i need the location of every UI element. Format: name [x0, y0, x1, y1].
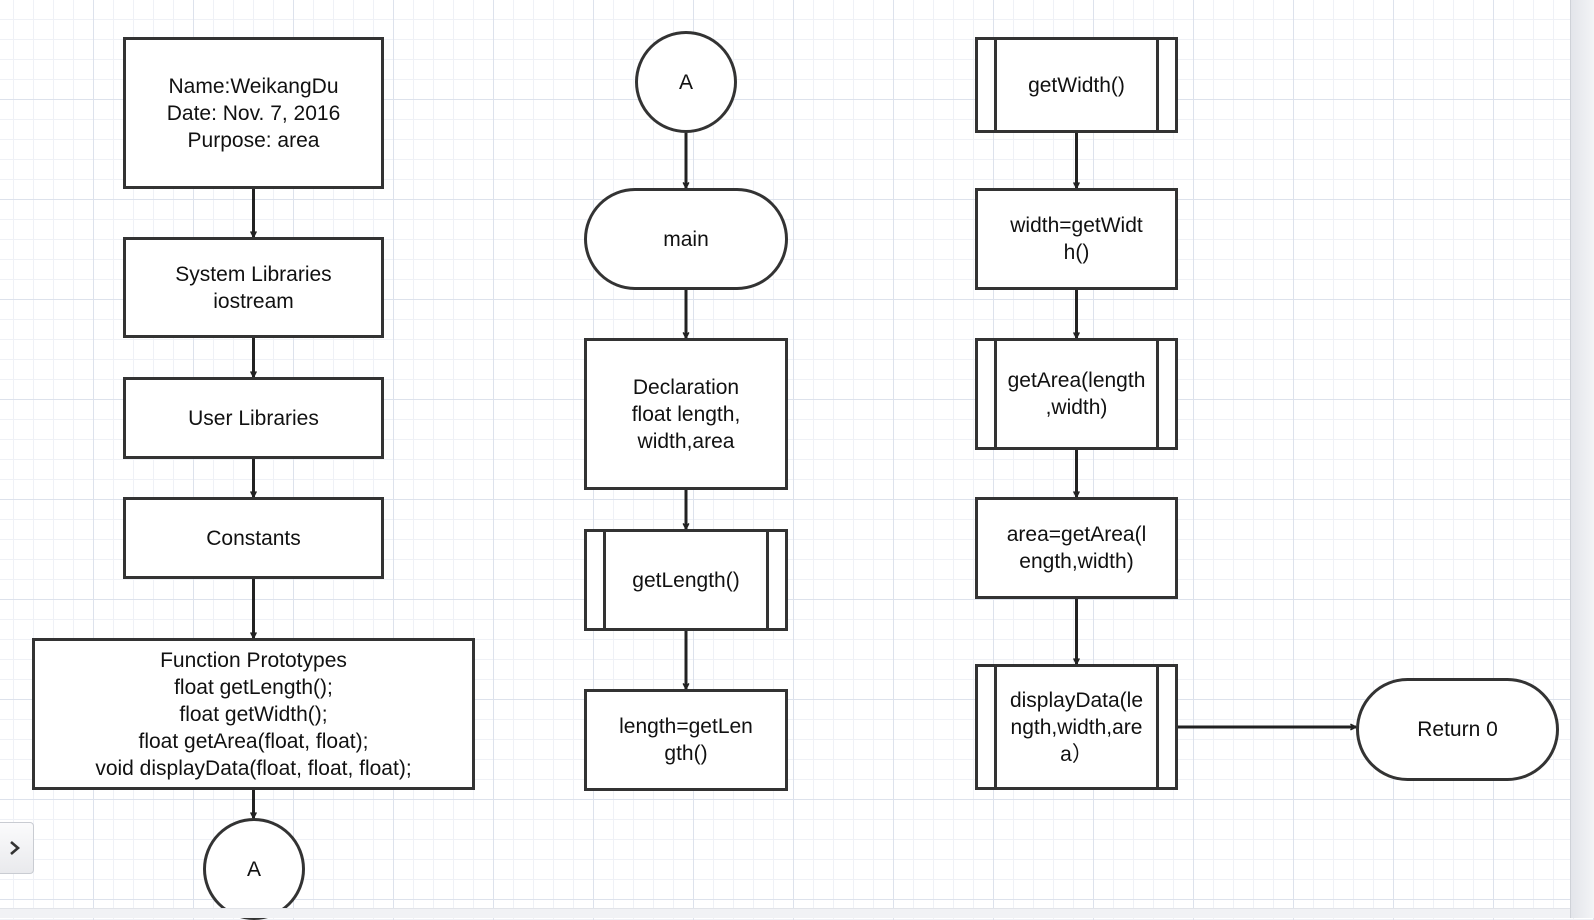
node-connector-a-out-label: A [246, 857, 261, 881]
node-user-libraries-label: User Libraries [188, 406, 319, 430]
node-declaration[interactable]: Declaration float length, width,area [584, 338, 788, 490]
node-header-label: Name:WeikangDu Date: Nov. 7, 2016 Purpos… [166, 74, 341, 152]
node-length-assign-label: length=getLen gth() [619, 715, 753, 765]
node-connector-a-in-label: A [678, 70, 693, 94]
node-system-libraries-label: System Libraries iostream [175, 262, 332, 313]
node-constants[interactable]: Constants [123, 497, 384, 579]
node-get-area-call[interactable]: getArea(length ,width) [975, 338, 1178, 450]
node-get-length-call-label: getLength() [632, 568, 740, 592]
node-get-area-call-label: getArea(length ,width) [1007, 369, 1146, 419]
node-header[interactable]: Name:WeikangDu Date: Nov. 7, 2016 Purpos… [123, 37, 384, 189]
horizontal-scrollbar[interactable] [0, 908, 1570, 918]
node-display-data-call-label: displayData(le ngth,width,are a） [1009, 688, 1144, 766]
vertical-scrollbar[interactable] [1570, 0, 1594, 918]
node-display-data-call[interactable]: displayData(le ngth,width,are a） [975, 664, 1178, 790]
node-area-assign[interactable]: area=getArea(l ength,width) [975, 497, 1178, 599]
node-return-0[interactable]: Return 0 [1356, 678, 1559, 781]
node-width-assign[interactable]: width=getWidt h() [975, 188, 1178, 290]
node-width-assign-label: width=getWidt h() [1010, 214, 1143, 264]
node-declaration-label: Declaration float length, width,area [631, 375, 741, 453]
node-constants-label: Constants [206, 526, 301, 550]
node-area-assign-label: area=getArea(l ength,width) [1006, 523, 1147, 573]
node-function-prototypes[interactable]: Function Prototypes float getLength(); f… [32, 638, 475, 790]
node-get-width-call[interactable]: getWidth() [975, 37, 1178, 133]
node-system-libraries[interactable]: System Libraries iostream [123, 237, 384, 338]
node-main-label: main [663, 227, 709, 251]
chevron-right-icon [10, 841, 20, 855]
node-connector-a-out[interactable]: A [203, 818, 305, 920]
panel-toggle-button[interactable] [0, 822, 34, 874]
node-length-assign[interactable]: length=getLen gth() [584, 689, 788, 791]
node-return-0-label: Return 0 [1417, 718, 1498, 741]
node-get-width-call-label: getWidth() [1028, 73, 1125, 97]
node-function-prototypes-label: Function Prototypes float getLength(); f… [95, 648, 412, 780]
node-user-libraries[interactable]: User Libraries [123, 377, 384, 459]
node-main[interactable]: main [584, 188, 788, 290]
node-connector-a-in[interactable]: A [635, 31, 737, 133]
node-get-length-call[interactable]: getLength() [584, 529, 788, 631]
